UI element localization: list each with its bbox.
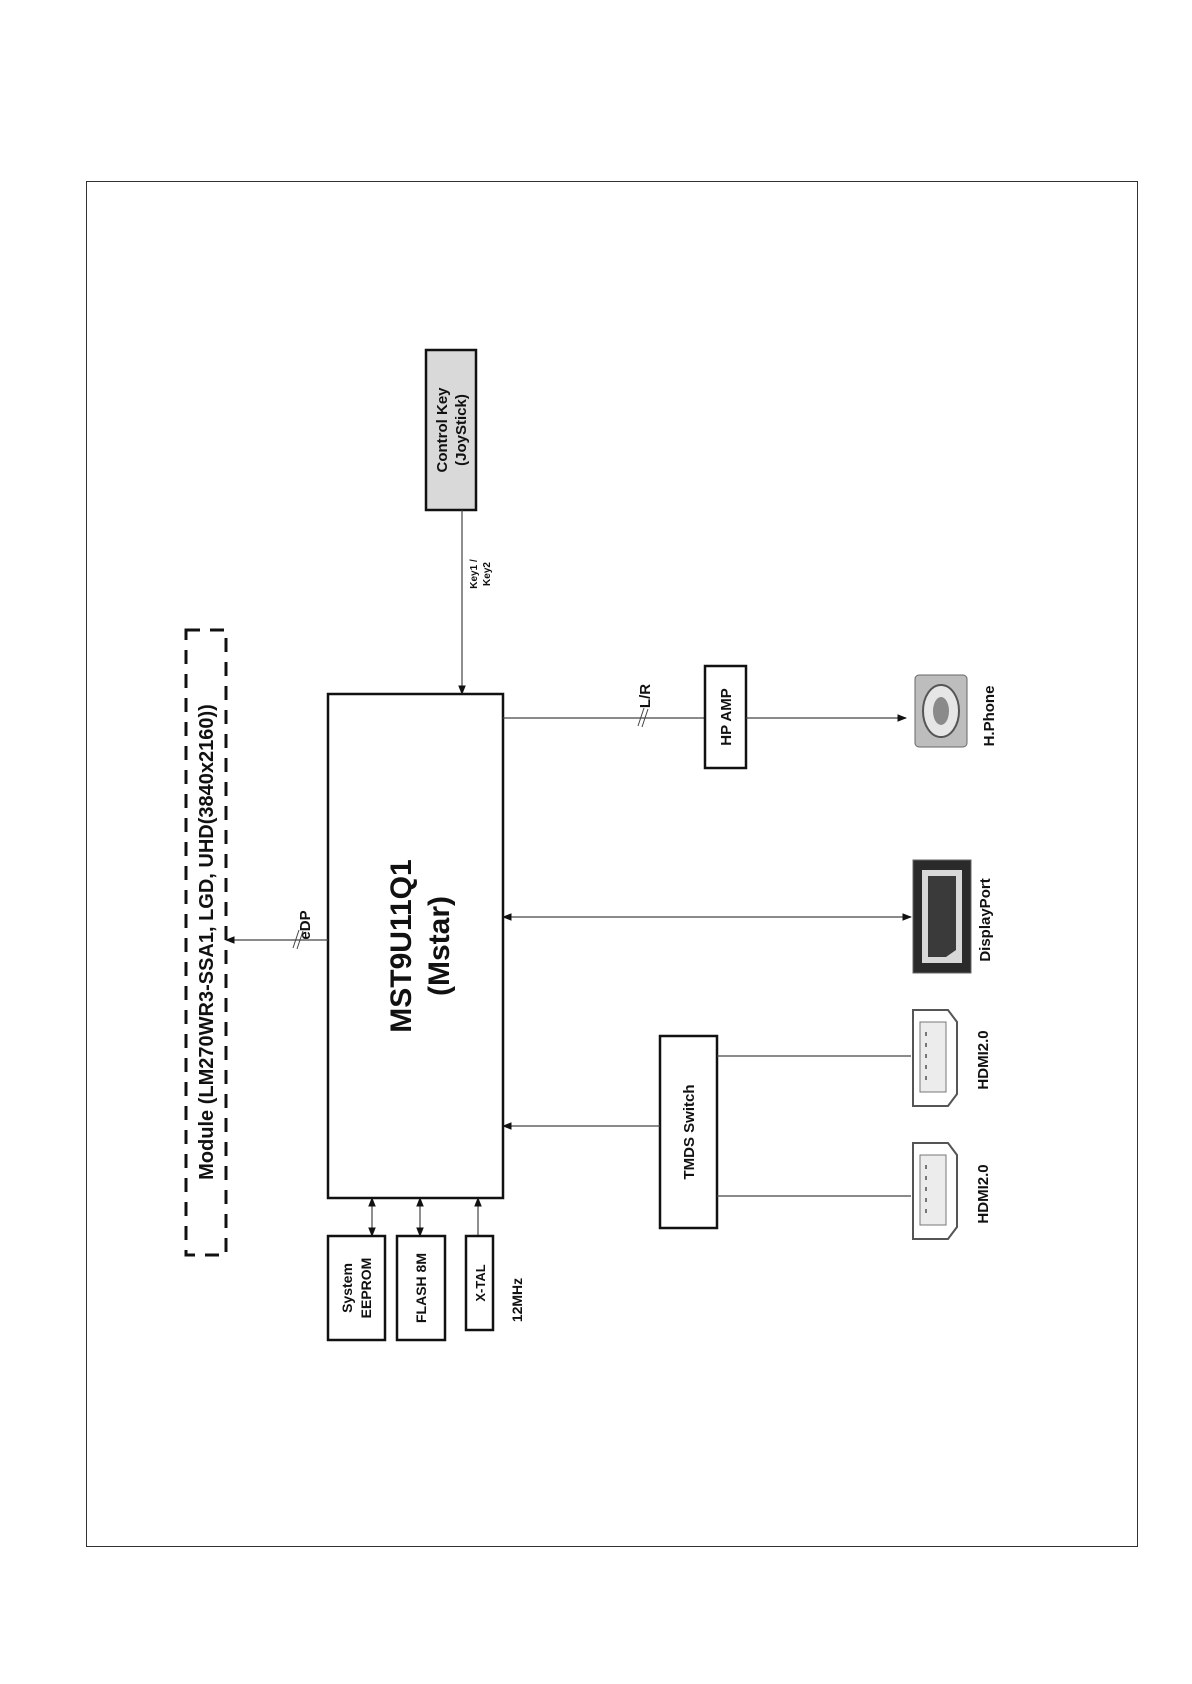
eeprom-box (328, 1236, 385, 1340)
tmds-switch-label: TMDS Switch (681, 1084, 698, 1179)
xtal-frequency: 12MHz (509, 1278, 525, 1322)
xtal-label: X-TAL (473, 1264, 488, 1301)
displayport-label: DisplayPort (977, 878, 994, 961)
hdmi-connector-icon-1 (913, 1010, 957, 1106)
headphone-jack-icon (915, 675, 967, 747)
edp-label: eDP (297, 910, 314, 939)
flash-label: FLASH 8M (413, 1253, 429, 1323)
hdmi2-label: HDMI2.0 (975, 1164, 992, 1223)
hdmi-connector-icon-2 (913, 1143, 957, 1239)
lr-label: L/R (637, 684, 654, 708)
hp-amp-label: HP AMP (718, 688, 735, 746)
displayport-connector-icon (913, 860, 971, 973)
hdmi1-label: HDMI2.0 (975, 1030, 992, 1089)
module-label: Module (LM270WR3-SSA1, LGD, UHD(3840x216… (196, 704, 218, 1180)
key-label-2: Key2 (482, 562, 493, 586)
eeprom-sub: EEPROM (358, 1258, 374, 1319)
control-key-sub: (JoyStick) (453, 394, 470, 466)
main-chip-vendor: (Mstar) (423, 896, 456, 996)
hphone-label: H.Phone (981, 686, 998, 747)
eeprom-label: System (339, 1263, 355, 1313)
main-chip-name: MST9U11Q1 (385, 859, 418, 1032)
key-label: Key1 / (469, 559, 480, 589)
control-key-label: Control Key (434, 387, 451, 473)
